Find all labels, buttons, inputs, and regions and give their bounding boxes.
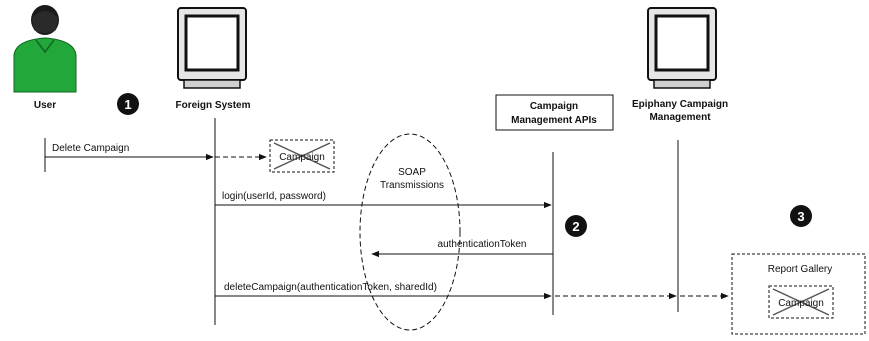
gallery-deleted-campaign-box: Campaign <box>768 285 834 319</box>
monitor-icon <box>647 7 717 89</box>
report-gallery-title: Report Gallery <box>768 264 832 275</box>
soap-transmissions: SOAP Transmissions <box>359 133 461 331</box>
user-icon <box>13 5 77 93</box>
foreign-system-actor: Foreign System <box>175 7 251 111</box>
cm-apis-label-line2: Management APIs <box>511 115 597 126</box>
monitor-icon <box>177 7 247 89</box>
step-2-badge: 2 <box>565 215 587 237</box>
epiphany-actor: Epiphany Campaign Management <box>632 7 728 123</box>
report-gallery: Report Gallery Campaign <box>731 253 866 335</box>
epiphany-label-line2: Management <box>649 112 711 123</box>
step-1-badge: 1 <box>117 93 139 115</box>
deleted-campaign-label: Campaign <box>279 152 325 163</box>
step-3-badge: 3 <box>790 205 812 227</box>
cm-apis-label-line1: Campaign <box>530 101 578 112</box>
step-3-number: 3 <box>797 209 804 224</box>
cm-apis-box: Campaign Management APIs <box>495 94 614 131</box>
epiphany-label-line1: Epiphany Campaign <box>632 99 728 110</box>
message-delete-campaign-label: Delete Campaign <box>52 143 129 154</box>
message-auth-token-label: authenticationToken <box>438 239 527 250</box>
step-1-number: 1 <box>124 97 131 112</box>
message-delete-call-label: deleteCampaign(authenticationToken, shar… <box>224 282 437 293</box>
message-auth-token: authenticationToken <box>371 239 553 258</box>
message-delete-call: deleteCampaign(authenticationToken, shar… <box>215 282 552 300</box>
message-login: login(userId, password) <box>215 191 552 209</box>
user-label: User <box>34 100 56 111</box>
gallery-campaign-label: Campaign <box>778 298 824 309</box>
message-login-label: login(userId, password) <box>222 191 326 202</box>
foreign-system-label: Foreign System <box>175 100 250 111</box>
step-2-number: 2 <box>572 219 579 234</box>
user-actor: User <box>13 5 77 111</box>
soap-label-line1: SOAP <box>398 167 426 178</box>
message-delete-campaign: Delete Campaign <box>45 143 214 161</box>
soap-label-line2: Transmissions <box>380 180 444 191</box>
deleted-campaign-box: Campaign <box>269 139 335 173</box>
